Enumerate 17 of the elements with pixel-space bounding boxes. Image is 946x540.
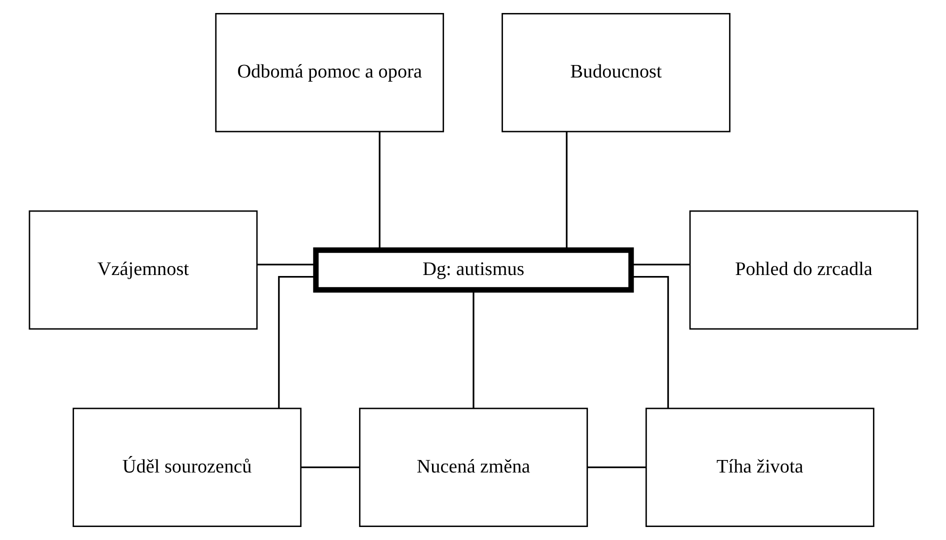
node-box: Pohled do zrcadla [688,210,918,330]
connector [630,264,690,266]
connector [565,132,568,250]
node-box: Vzájemnost [28,210,258,330]
node-box: Dg: autismus [312,247,634,293]
connector [631,276,668,408]
connector [378,132,380,250]
node-box: Tíha života [645,408,874,527]
connector [278,276,315,408]
node-box: Budoucnost [501,13,730,132]
connector [472,290,474,408]
node-box: Nucená změna [358,408,588,527]
node-box: Úděl sourozenců [72,408,301,527]
connector [300,466,359,468]
node-box: Odbomá pomoc a opora [214,13,444,132]
connector [587,466,646,468]
connector [256,264,316,266]
